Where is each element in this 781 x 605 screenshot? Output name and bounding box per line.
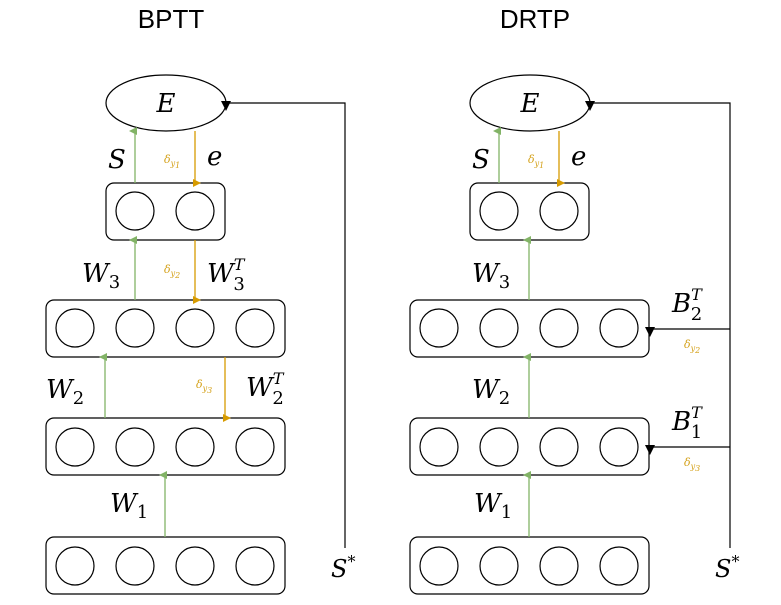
bptt-hidden-layer-2 bbox=[45, 299, 286, 358]
neuron bbox=[419, 308, 459, 348]
neuron bbox=[175, 546, 215, 586]
label-S: S bbox=[108, 145, 126, 175]
neuron bbox=[175, 308, 215, 348]
neuron bbox=[55, 546, 95, 586]
label-W2: W2 bbox=[472, 375, 510, 409]
neuron bbox=[55, 427, 95, 467]
label-W3: W3 bbox=[82, 259, 120, 293]
neuron bbox=[479, 546, 519, 586]
label-e: e bbox=[571, 142, 586, 172]
neuron bbox=[235, 427, 275, 467]
label-e: e bbox=[207, 142, 222, 172]
delta-y3: δy3 bbox=[684, 456, 700, 473]
neuron bbox=[115, 427, 155, 467]
label-S: S bbox=[472, 145, 490, 175]
target-line bbox=[585, 101, 731, 548]
neuron bbox=[235, 308, 275, 348]
delta-y1: δy1 bbox=[164, 153, 180, 170]
delta-y3: δy3 bbox=[196, 378, 212, 395]
neuron bbox=[539, 546, 579, 586]
neuron bbox=[419, 427, 459, 467]
bptt-error-label: E bbox=[156, 89, 176, 119]
label-target: S* bbox=[331, 552, 355, 583]
neuron bbox=[55, 308, 95, 348]
neuron bbox=[599, 546, 639, 586]
neuron bbox=[539, 308, 579, 348]
neuron bbox=[419, 546, 459, 586]
label-W1: W1 bbox=[474, 489, 512, 523]
drtp-error-label: E bbox=[520, 89, 540, 119]
label-W1: W1 bbox=[110, 489, 148, 523]
neuron bbox=[115, 308, 155, 348]
delta-y2: δy2 bbox=[684, 338, 700, 355]
neuron bbox=[115, 191, 155, 231]
neuron bbox=[479, 427, 519, 467]
neuron bbox=[539, 191, 579, 231]
drtp-title: DRTP bbox=[500, 4, 570, 34]
drtp-panel: DRTP E bbox=[409, 4, 739, 595]
bptt-title: BPTT bbox=[138, 4, 205, 34]
label-W3: W3 bbox=[472, 259, 510, 293]
neuron bbox=[479, 191, 519, 231]
neuron bbox=[175, 191, 215, 231]
neuron bbox=[479, 308, 519, 348]
label-W2: W2 bbox=[46, 375, 84, 409]
delta-y1: δy1 bbox=[528, 153, 544, 170]
neuron bbox=[115, 546, 155, 586]
target-line bbox=[221, 101, 346, 548]
neuron bbox=[599, 427, 639, 467]
neuron bbox=[539, 427, 579, 467]
delta-y2: δy2 bbox=[164, 263, 180, 280]
neuron bbox=[599, 308, 639, 348]
label-target: S* bbox=[715, 552, 739, 583]
bptt-panel: BPTT E bbox=[45, 4, 355, 595]
neuron bbox=[235, 546, 275, 586]
neuron bbox=[175, 427, 215, 467]
